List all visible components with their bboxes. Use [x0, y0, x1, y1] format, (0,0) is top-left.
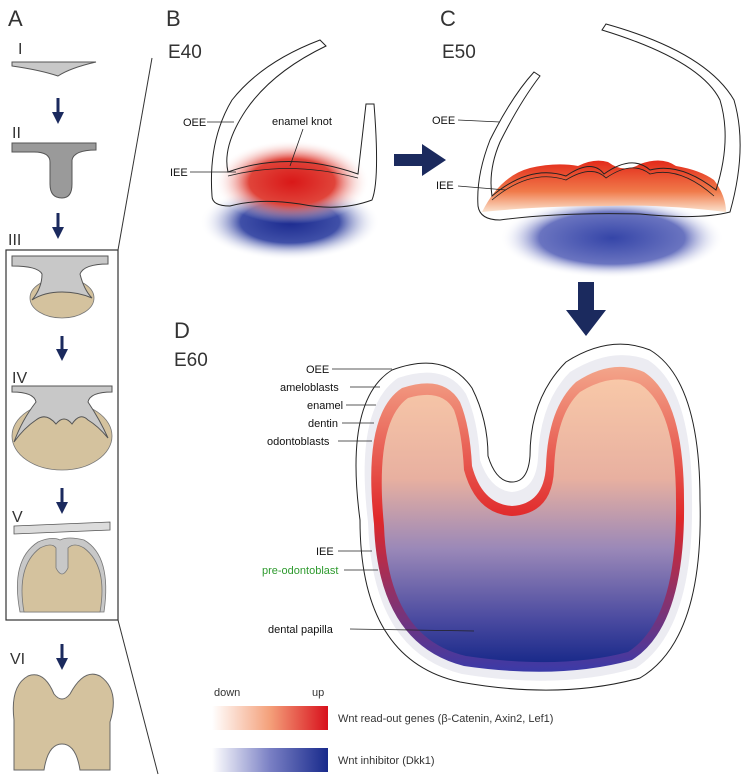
panel-d-stage: E60 — [174, 350, 208, 371]
panel-c: C E50 OEE IEE — [432, 6, 741, 278]
panel-b-enamel-knot-label: enamel knot — [272, 116, 332, 128]
panel-a: A I II III IV V — [5, 6, 159, 775]
panel-d-oee-label: OEE — [306, 364, 329, 376]
panel-d-enamel-label: enamel — [307, 400, 343, 412]
arrow-c-to-d — [566, 282, 606, 336]
panel-b-oee-label: OEE — [183, 117, 206, 129]
legend-wnt-inhibitor-swatch — [212, 748, 328, 772]
panel-b-stage: E40 — [168, 42, 202, 63]
legend-wnt-readout-swatch — [212, 706, 328, 730]
panel-d: D E60 OEE ameloblasts enamel dentin odon… — [174, 318, 701, 691]
stage-vi-tooth — [12, 673, 114, 771]
leader-line — [349, 628, 475, 632]
legend-down-label: down — [214, 687, 240, 699]
panel-d-dentin-label: dentin — [308, 418, 338, 430]
stage-v-label: V — [12, 509, 23, 526]
panel-c-enamel-organ-outline — [477, 23, 741, 221]
panel-b: B E40 OEE IEE enamel knot — [166, 6, 380, 260]
panel-b-iee-label: IEE — [170, 167, 188, 179]
zoom-line — [117, 57, 153, 251]
legend-wnt-readout-label: Wnt read-out genes (β-Catenin, Axin2, Le… — [338, 713, 553, 725]
legend: down up Wnt read-out genes (β-Catenin, A… — [212, 687, 553, 772]
panel-c-iee-line — [491, 167, 715, 201]
stage-iii-label: III — [8, 232, 21, 249]
legend-wnt-inhibitor-label: Wnt inhibitor (Dkk1) — [338, 755, 435, 767]
panel-c-iee-label: IEE — [436, 180, 454, 192]
panel-d-odontoblasts-label: odontoblasts — [267, 436, 330, 448]
stage-ii-bud — [11, 142, 97, 199]
stages-iii-v-frame — [5, 249, 119, 621]
panel-d-letter: D — [174, 318, 190, 343]
leader-line — [289, 128, 304, 167]
leader-line — [457, 185, 507, 191]
stage-iii-cap — [11, 255, 109, 319]
panel-c-oee-label: OEE — [432, 115, 455, 127]
panel-b-iee-line — [227, 168, 359, 179]
panel-d-iee-label: IEE — [316, 546, 334, 558]
stage-i-label: I — [18, 41, 22, 58]
arrow-b-to-c — [394, 144, 446, 176]
stage-v-late-bell — [13, 521, 111, 613]
stage-ii-label: II — [12, 125, 21, 142]
zoom-line — [117, 619, 159, 775]
panel-d-ameloblasts-label: ameloblasts — [280, 382, 339, 394]
stage-i-thickening — [11, 61, 97, 77]
dental-papilla — [381, 379, 677, 663]
legend-up-label: up — [312, 687, 324, 699]
leader-line — [457, 119, 501, 123]
stage-vi-label: VI — [10, 651, 25, 668]
wnt-inhibitor-zone — [500, 198, 724, 278]
wnt-readout-band — [482, 160, 726, 212]
panel-d-papilla-label: dental papilla — [268, 624, 334, 636]
panel-a-letter: A — [8, 6, 23, 31]
wnt-readout-zone — [214, 140, 370, 224]
panel-c-letter: C — [440, 6, 456, 31]
stage-iv-bell — [11, 385, 113, 471]
panel-d-preodontoblast-label: pre-odontoblast — [262, 565, 338, 577]
panel-b-letter: B — [166, 6, 181, 31]
panel-c-stage: E50 — [442, 42, 476, 63]
stage-iv-label: IV — [12, 370, 27, 387]
panel-b-enamel-organ-outline — [210, 39, 378, 208]
